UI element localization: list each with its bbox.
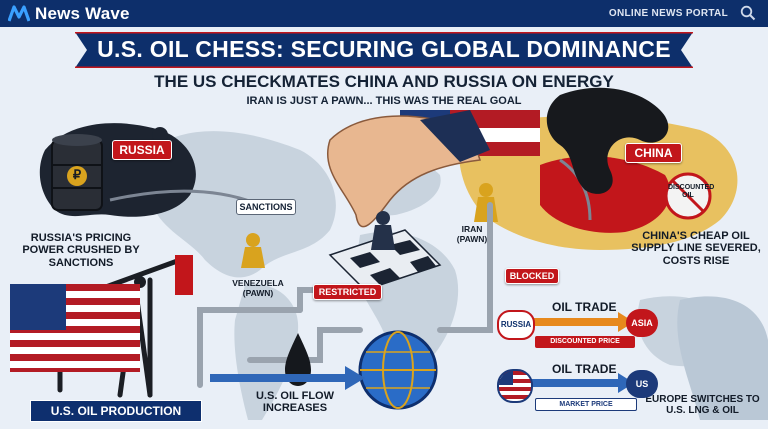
trade-1-from: RUSSIA	[497, 310, 535, 340]
trade-1-price: DISCOUNTED PRICE	[535, 336, 635, 348]
trade-2-title: OIL TRADE	[552, 362, 617, 376]
wave-logo-icon	[8, 4, 30, 22]
china-callout: CHINA'S CHEAP OIL SUPPLY LINE SEVERED, C…	[631, 230, 761, 267]
headline: U.S. OIL CHESS: SECURING GLOBAL DOMINANC…	[97, 36, 671, 62]
ruble-symbol: ₽	[72, 167, 82, 182]
trade-2-price: MARKET PRICE	[535, 398, 637, 411]
china-label: CHINA	[625, 143, 682, 163]
top-bar: News Wave ONLINE NEWS PORTAL	[0, 0, 768, 27]
venezuela-label: VENEZUELA (PAWN)	[232, 278, 284, 298]
headline-ribbon	[75, 32, 693, 68]
oil-barrel-icon	[51, 134, 103, 211]
trade-1-to: ASIA	[626, 309, 658, 337]
portal-label: ONLINE NEWS PORTAL	[608, 8, 728, 19]
site-name: News Wave	[35, 3, 130, 23]
south-america-land	[234, 284, 299, 420]
blocked-label: BLOCKED	[505, 268, 559, 284]
europe-callout: EUROPE SWITCHES TO U.S. LNG & OIL	[645, 394, 760, 417]
tagline: IRAN IS JUST A PAWN... THIS WAS THE REAL…	[246, 95, 522, 107]
pipeline-icon	[197, 202, 493, 388]
oil-flow-label: U.S. OIL FLOW INCREASES	[255, 390, 334, 415]
trade-1-title: OIL TRADE	[552, 300, 617, 314]
us-production-label: U.S. OIL PRODUCTION	[30, 400, 202, 422]
illustration	[0, 27, 768, 429]
search-icon[interactable]	[740, 5, 756, 21]
dragon-icon	[546, 87, 669, 194]
trade-2-from-flag	[497, 369, 533, 403]
subheadline: THE US CHECKMATES CHINA AND RUSSIA ON EN…	[154, 72, 614, 91]
trade-2-to: US	[626, 370, 658, 398]
china-territory	[540, 156, 671, 233]
sanctions-label: SANCTIONS	[236, 199, 296, 215]
us-flag-icon	[10, 284, 140, 372]
brand[interactable]: News Wave	[8, 4, 130, 24]
chess-board-icon	[328, 229, 442, 291]
restricted-label: RESTRICTED	[313, 284, 382, 300]
russia-callout: RUSSIA'S PRICING POWER CRUSHED BY SANCTI…	[22, 232, 140, 269]
discounted-oil-label: DISCOUNTED OIL	[668, 184, 715, 199]
oil-drop-icon	[285, 333, 311, 386]
iran-label: IRAN (PAWN)	[456, 224, 488, 244]
hand-icon	[327, 110, 490, 228]
globe-icon	[358, 330, 438, 410]
russia-label: RUSSIA	[112, 140, 172, 160]
europe-east-land	[677, 296, 768, 420]
